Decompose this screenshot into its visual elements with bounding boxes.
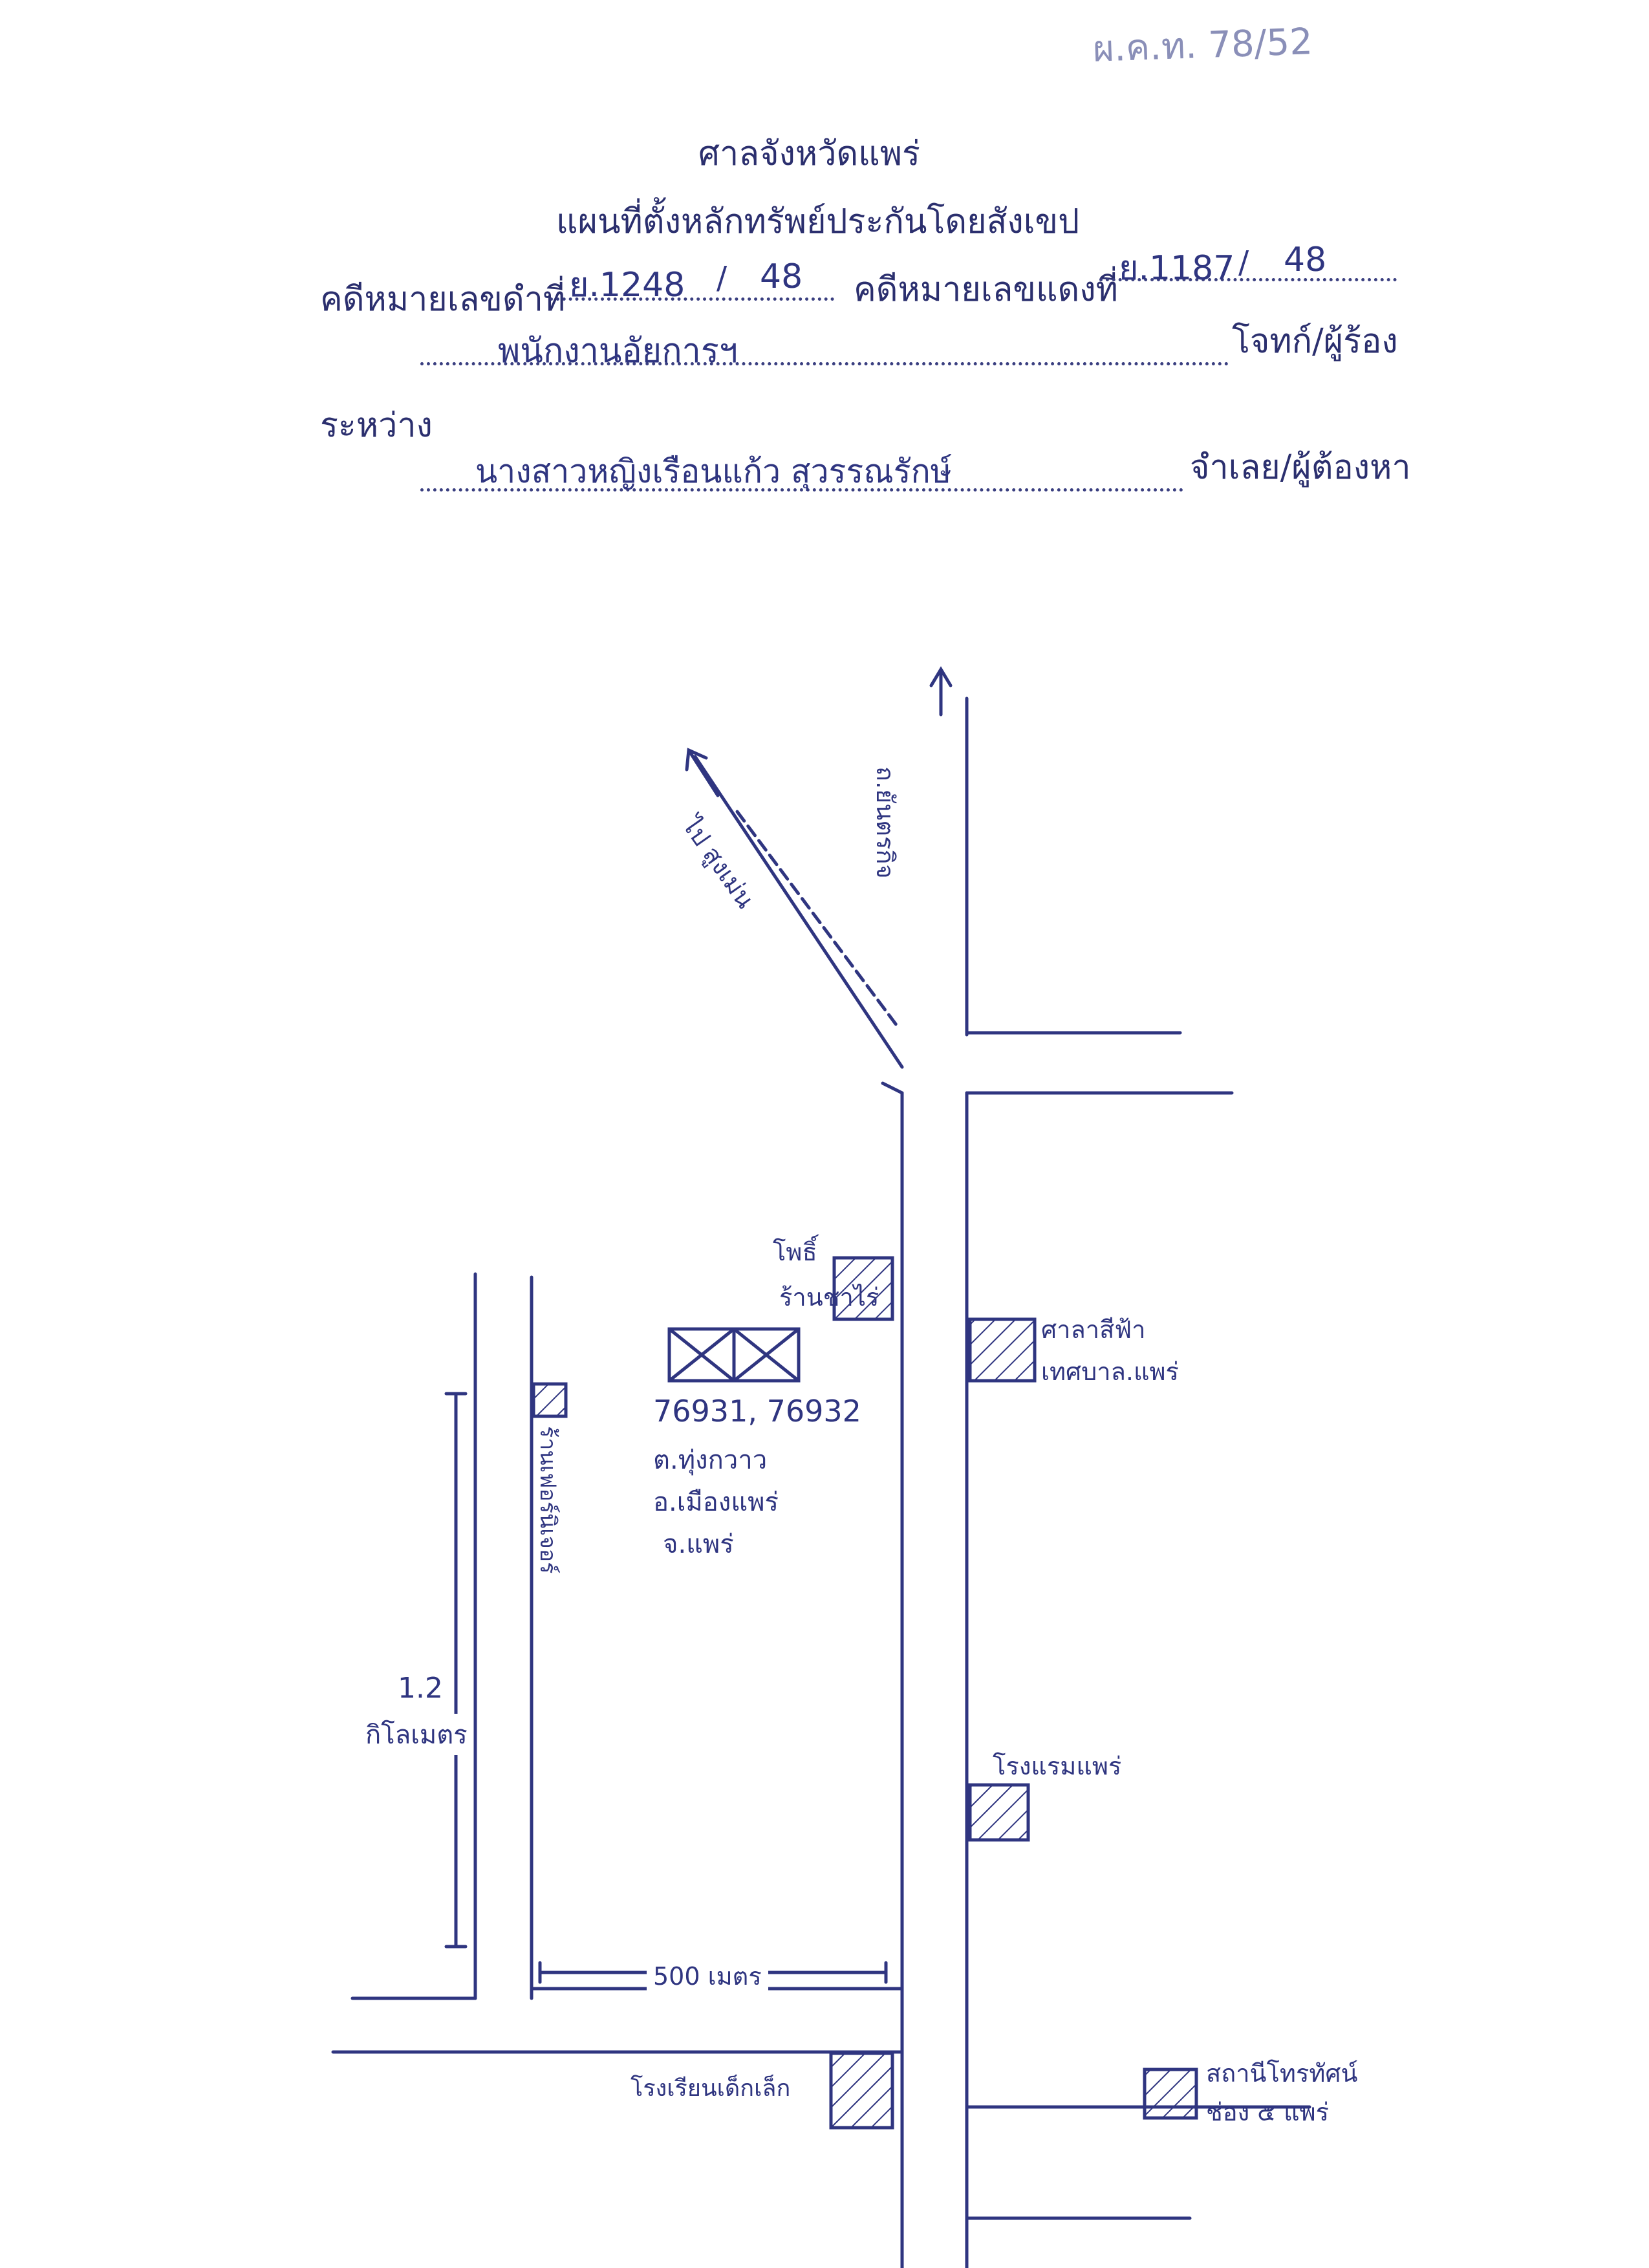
landmark-box-left-road [532, 1382, 568, 1418]
document-title: แผนที่ตั้งหลักทรัพย์ประกันโดยสังเขป [556, 202, 1080, 241]
black-case-label: คดีหมายเลขดำที่ [320, 280, 566, 319]
red-case-year: 48 [1284, 241, 1327, 279]
court-name: ศาลจังหวัดแพร่ [698, 135, 920, 173]
plaintiff-name: พนักงานอัยการฯ [498, 332, 738, 371]
diagonal-arrow-head [685, 748, 708, 772]
parcel-76932 [732, 1327, 801, 1383]
plaintiff-dotline [420, 362, 1229, 365]
black-case-dotline [550, 297, 834, 301]
red-case-separator: / [1238, 244, 1249, 281]
property-tambon: ต.ทุ่งกวาว [653, 1445, 768, 1475]
diagonal-road-left-edge [693, 755, 904, 1069]
red-case-dotline [1099, 278, 1397, 281]
meters-label: 500 เมตร [647, 1956, 768, 1996]
north-arrow-head [929, 666, 953, 687]
landmark-box-top-left [832, 1256, 894, 1321]
landmark-right-sub-label: เทศบาล.แพร่ [1041, 1357, 1179, 1386]
bottom-right-landmark-label: สถานีโทรทัศน์ [1206, 2059, 1358, 2088]
black-case-year: 48 [760, 257, 803, 296]
landmark-top-left-label: โพธิ์ [773, 1238, 817, 1266]
landmark-vertical-label: ร้านเฟอร์นิเจอร์ [535, 1426, 561, 1574]
defendant-label: จำเลย/ผู้ต้องหา [1190, 448, 1411, 487]
property-province: จ.แพร่ [663, 1529, 734, 1559]
black-case-number: ย.1248 [569, 266, 685, 305]
landmark-right-label: ศาลาสีฟ้า [1041, 1315, 1146, 1344]
landmark-box-right-lower [968, 1783, 1030, 1842]
property-parcel-numbers: 76931, 76932 [653, 1394, 861, 1429]
bottom-left-landmark-label: โรงเรียนเด็กเล็ก [630, 2075, 791, 2102]
landmark-right-lower-label: โรงแรมแพร่ [993, 1752, 1122, 1780]
red-case-number: ย.1187 [1119, 249, 1235, 288]
junction-connector [881, 1081, 904, 1095]
between-label: ระหว่าง [320, 406, 433, 445]
road-north-label: ถ.ยันตรกิจ [871, 766, 900, 879]
bottom-right-landmark-sub-label: ช่อง ๕ แพร่ [1206, 2098, 1330, 2126]
red-case-label: คดีหมายเลขแดงที่ [854, 270, 1118, 309]
plaintiff-label: โจทก์/ผู้ร้อง [1232, 322, 1398, 361]
diagonal-arrow-shaft [687, 748, 720, 797]
landmark-box-bottom-center [829, 2051, 894, 2130]
diagonal-road-right-edge [735, 810, 901, 1030]
landmark-top-left-sub-label: ร้านชาไร่ [779, 1283, 879, 1312]
property-amphoe: อ.เมืองแพร่ [653, 1487, 779, 1517]
black-case-separator: / [717, 260, 727, 296]
landmark-box-bottom-right [1143, 2068, 1198, 2120]
defendant-dotline [420, 488, 1183, 491]
defendant-name: นางสาวหญิงเรือนแก้ว สุวรรณรักษ์ [475, 453, 952, 490]
landmark-box-right [968, 1317, 1037, 1383]
distance-value: 1.2 [398, 1672, 443, 1705]
distance-unit: กิโลเมตร [365, 1714, 468, 1755]
